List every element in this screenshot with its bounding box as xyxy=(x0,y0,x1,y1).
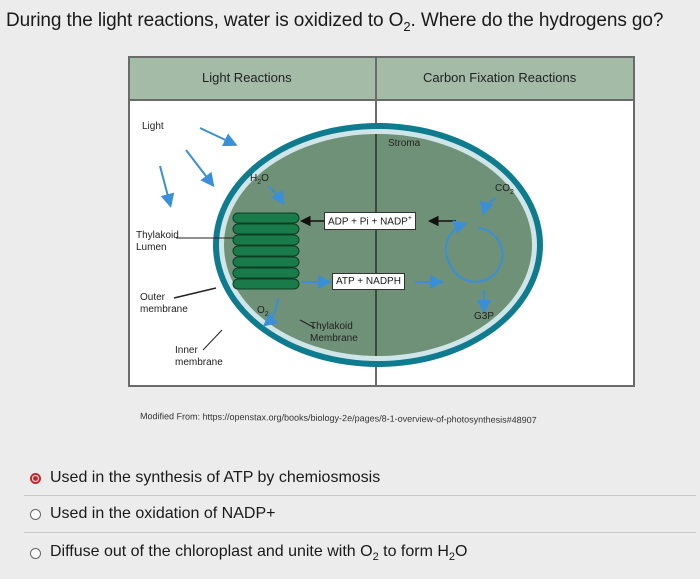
header-light-reactions: Light Reactions xyxy=(202,70,292,85)
thylakoid-membrane-leader xyxy=(299,319,316,329)
stroma-region xyxy=(224,134,532,356)
h2o-arrow xyxy=(267,185,285,206)
co2-arrow xyxy=(479,197,497,216)
radio-unselected-icon[interactable] xyxy=(30,547,41,559)
option-divider xyxy=(24,532,696,533)
calvin-cycle xyxy=(449,227,504,283)
chip-atp-nadph: ATP + NADPH xyxy=(332,273,405,290)
radio-selected-icon[interactable] xyxy=(30,472,41,484)
answer-option-2-label: Used in the oxidation of NADP+ xyxy=(50,505,276,522)
outer-membrane-leader xyxy=(173,287,217,299)
answer-option-3-label: Diffuse out of the chloroplast and unite… xyxy=(50,542,468,564)
inner-membrane-leader xyxy=(202,329,223,351)
figure-header: Light Reactions Carbon Fixation Reaction… xyxy=(130,58,633,101)
header-carbon-fixation: Carbon Fixation Reactions xyxy=(423,70,577,85)
chip-adp-pi-nadp: ADP + Pi + NADP+ xyxy=(324,212,416,231)
thylakoid-stack xyxy=(232,212,300,290)
label-g3p: G3P xyxy=(474,311,495,322)
radio-unselected-icon[interactable] xyxy=(30,508,41,520)
chloroplast-figure: Light Reactions Carbon Fixation Reaction… xyxy=(128,56,635,387)
option-divider xyxy=(24,495,696,496)
light-arrow-1 xyxy=(199,127,238,147)
light-arrow-3 xyxy=(159,165,175,208)
label-stroma: Stroma xyxy=(388,138,421,149)
label-co2: CO2 xyxy=(495,183,514,196)
answer-option-3[interactable]: Diffuse out of the chloroplast and unite… xyxy=(30,538,670,568)
label-light: Light xyxy=(142,121,164,132)
o2-arrow xyxy=(262,297,279,327)
light-arrow-2 xyxy=(185,149,215,188)
header-divider xyxy=(375,58,377,99)
answer-option-1[interactable]: Used in the synthesis of ATP by chemiosm… xyxy=(30,463,670,493)
question-text: During the light reactions, water is oxi… xyxy=(6,10,664,34)
figure-source-citation: Modified From: https://openstax.org/book… xyxy=(139,411,537,426)
answer-option-1-label: Used in the synthesis of ATP by chemiosm… xyxy=(50,469,381,486)
label-o2: O2 xyxy=(257,305,269,318)
chloroplast-diagram xyxy=(159,99,543,385)
answer-option-2[interactable]: Used in the oxidation of NADP+ xyxy=(30,499,670,529)
label-h2o: H2O xyxy=(250,173,269,186)
